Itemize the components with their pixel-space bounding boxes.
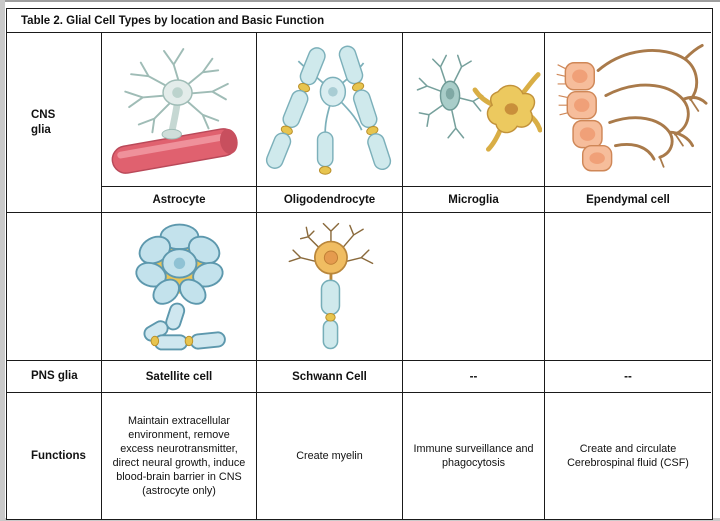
table-title: Table 2. Glial Cell Types by location an… — [7, 9, 711, 33]
cell-name-ependymal: Ependymal cell — [545, 187, 711, 213]
ependymal-cell-drawing — [556, 43, 708, 171]
ependymal-cell-illustration — [545, 33, 711, 187]
cell-name-microglia: Microglia — [403, 187, 545, 213]
function-oligodendrocyte: Create myelin — [257, 393, 403, 519]
pns-name-microglia-none: -- — [403, 361, 545, 393]
schwann-cell-drawing — [288, 222, 373, 349]
microglia-drawing — [416, 54, 542, 152]
satellite-cell-drawing — [135, 223, 226, 350]
oligodendrocyte-drawing — [265, 45, 391, 175]
cell-name-satellite: Satellite cell — [102, 361, 257, 393]
function-astrocyte: Maintain extracellular environment, remo… — [102, 393, 257, 519]
cell-name-schwann: Schwann Cell — [257, 361, 403, 393]
astrocyte-illustration — [102, 33, 257, 187]
satellite-cell-illustration — [102, 213, 257, 361]
screen-edge-left — [0, 0, 5, 521]
pns-name-ependymal-none: -- — [545, 361, 711, 393]
cell-name-astrocyte: Astrocyte — [102, 187, 257, 213]
microglia-illustration — [403, 33, 545, 187]
row-label-functions: Functions — [7, 393, 102, 519]
pns-ependymal-empty-cell — [545, 213, 711, 361]
screen-edge-top — [0, 0, 720, 2]
function-ependymal: Create and circulate Cerebrospinal fluid… — [545, 393, 711, 519]
glial-cell-table: Table 2. Glial Cell Types by location an… — [6, 8, 713, 520]
pns-microglia-empty-cell — [403, 213, 545, 361]
cell-name-oligodendrocyte: Oligodendrocyte — [257, 187, 403, 213]
oligodendrocyte-illustration — [257, 33, 403, 187]
row-label-cns-glia: CNS glia — [7, 33, 102, 213]
row-label-pns-glia: PNS glia — [7, 361, 102, 393]
row-label-empty — [7, 213, 102, 361]
row-label-cns-glia-text: CNS glia — [31, 108, 56, 136]
function-microglia: Immune surveillance and phagocytosis — [403, 393, 545, 519]
astrocyte-drawing — [111, 47, 238, 174]
schwann-cell-illustration — [257, 213, 403, 361]
